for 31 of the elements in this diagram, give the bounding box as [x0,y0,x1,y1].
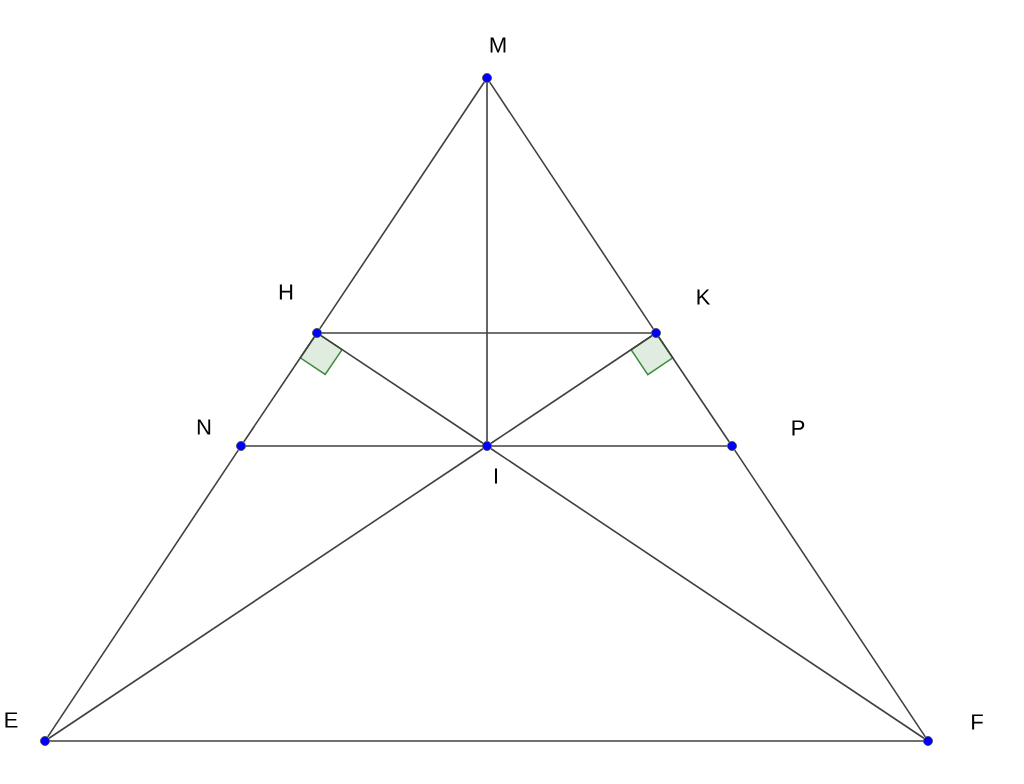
line-segment [320,334,484,445]
point-label: I [495,468,498,484]
point-label: K [697,289,711,305]
line-segment [657,336,731,443]
line-segment [46,449,240,738]
line-segment [48,447,484,740]
point [651,328,661,338]
point-label: H [279,284,293,300]
point [923,736,933,746]
point [727,441,737,451]
line-segment [490,447,925,740]
line-segment [318,81,486,330]
point-label: N [197,419,211,435]
line-segment [733,449,927,738]
point [40,736,50,746]
line-segment [488,81,655,330]
line-segment [486,82,488,442]
point [482,73,492,83]
point-label: M [490,37,506,53]
point-label: E [5,712,18,728]
line-segment [490,334,653,445]
line-segment [245,445,483,447]
line-segment [242,336,316,443]
point-label: F [972,714,983,730]
point [482,441,492,451]
point [236,441,246,451]
point-label: P [792,420,805,436]
line-segment [49,740,924,742]
line-segment [321,332,652,334]
point [312,328,322,338]
line-segment [491,445,728,447]
